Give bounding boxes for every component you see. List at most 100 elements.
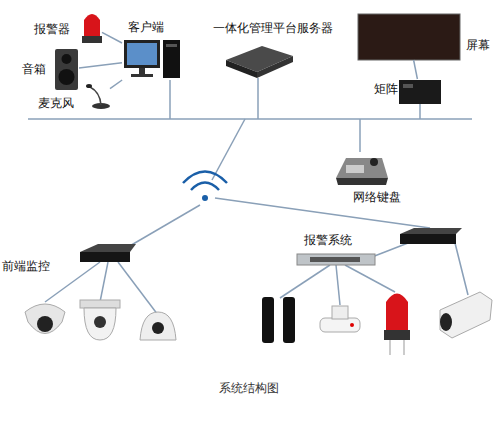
node-label: 屏幕 xyxy=(466,38,490,52)
joystick xyxy=(370,158,378,166)
strobe-dome xyxy=(386,294,408,331)
wire xyxy=(359,119,361,152)
network-wires xyxy=(28,78,472,315)
camera-lens xyxy=(37,316,53,332)
nvr-top xyxy=(80,244,136,252)
nvr-front xyxy=(80,252,130,262)
speaker-box xyxy=(55,49,78,90)
dome-camera xyxy=(80,300,120,340)
wire xyxy=(455,243,468,295)
monitor-foot xyxy=(131,74,153,77)
dome-camera xyxy=(25,304,65,334)
switch-body xyxy=(297,254,375,265)
smoke-detector xyxy=(320,306,360,332)
microphone-node: 麦克风 xyxy=(86,84,110,110)
speaker-cone xyxy=(62,54,72,64)
infrared-beam xyxy=(262,297,295,343)
wire xyxy=(280,265,330,298)
detector-top xyxy=(332,306,348,319)
pc-tower xyxy=(163,40,180,78)
connector xyxy=(110,80,122,89)
node-label: 矩阵 xyxy=(374,82,398,96)
beam-post xyxy=(283,297,295,343)
matrix-box xyxy=(399,80,441,104)
matrix-panel xyxy=(403,84,413,88)
wire xyxy=(169,80,171,119)
matrix-node: 矩阵 xyxy=(398,79,442,105)
keyboard-node: 网络键盘 xyxy=(335,150,389,186)
wifi-arc xyxy=(191,183,219,191)
network-keyboard xyxy=(336,158,388,185)
server-front xyxy=(226,60,257,78)
node-label: 报警器 xyxy=(34,22,70,36)
bullet-lens xyxy=(440,313,452,331)
bus-line xyxy=(28,118,472,120)
caption: 系统结构图 xyxy=(219,380,279,397)
alarm-dome xyxy=(84,14,100,36)
bullet-camera xyxy=(440,292,492,338)
nvr-node: 前端监控 xyxy=(79,243,137,263)
strobe-base xyxy=(384,330,410,340)
node-label: 音箱 xyxy=(22,62,46,76)
server xyxy=(226,46,293,78)
node-label: 麦克风 xyxy=(38,96,74,110)
camera-lens xyxy=(94,316,106,328)
camera-shell xyxy=(140,312,176,340)
connector xyxy=(414,60,418,79)
wireless-icon xyxy=(183,172,227,202)
wire xyxy=(212,119,245,180)
microphone xyxy=(86,84,110,109)
nvr-box xyxy=(80,244,136,262)
node-label: 客户端 xyxy=(128,20,164,34)
camera-dome xyxy=(84,308,116,340)
wire xyxy=(45,262,100,302)
node-label: 前端监控 xyxy=(2,259,50,273)
wifi-dot xyxy=(202,195,208,201)
wire xyxy=(419,104,421,119)
host-front xyxy=(400,234,456,244)
keyboard-body xyxy=(336,158,388,178)
monitor xyxy=(124,40,160,68)
speaker-cone xyxy=(59,69,75,85)
host-top xyxy=(400,228,462,234)
connector xyxy=(102,32,122,43)
alarm-light xyxy=(82,14,102,43)
beam-post xyxy=(262,297,274,343)
screen-node: 屏幕 xyxy=(358,14,460,60)
alarm-base xyxy=(82,36,102,43)
server-side xyxy=(257,56,293,78)
camera-base xyxy=(80,300,120,308)
alarm-node: 报警器 xyxy=(82,10,102,44)
matrix-body xyxy=(399,80,441,104)
detector-led xyxy=(350,323,354,327)
wire xyxy=(336,265,340,305)
speaker xyxy=(55,49,78,90)
bullet-body xyxy=(440,292,492,338)
wire xyxy=(372,243,408,257)
strobe-pin xyxy=(404,340,405,355)
server-node: 一体化管理平台服务器 xyxy=(225,45,294,79)
node-label: 一体化管理平台服务器 xyxy=(213,21,333,35)
camera-lens xyxy=(152,322,164,334)
wire xyxy=(257,78,259,119)
detector-body xyxy=(320,318,360,332)
node-label: 报警系统 xyxy=(304,233,352,247)
keyboard-keys xyxy=(346,165,364,173)
wire xyxy=(128,205,200,247)
wire xyxy=(345,265,395,292)
mini-camera xyxy=(140,312,176,340)
display-screen xyxy=(358,14,460,60)
monitor-screen xyxy=(127,43,157,65)
monitor-stand xyxy=(139,68,145,74)
wire xyxy=(118,262,158,315)
speaker-node: 音箱 xyxy=(54,48,79,91)
switch-ports xyxy=(310,257,360,262)
keyboard-front xyxy=(336,178,388,185)
connector xyxy=(79,63,122,68)
strobe-pin xyxy=(390,340,391,355)
mic-stem xyxy=(90,87,101,105)
mic-head xyxy=(86,84,92,88)
strobe-light xyxy=(384,294,410,356)
